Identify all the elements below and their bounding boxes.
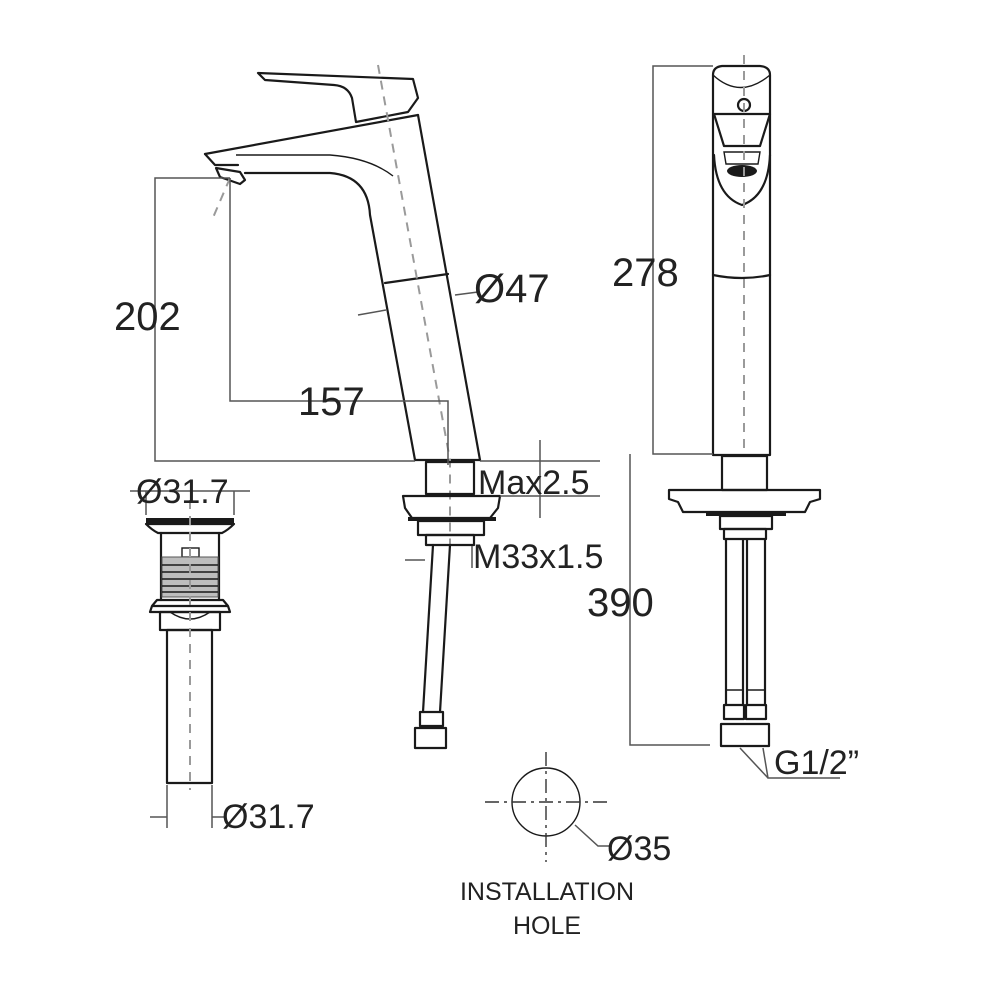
side-view-faucet: [203, 64, 502, 750]
lever-handle: [256, 71, 420, 124]
dim-390-lines: [629, 454, 710, 746]
pop-up-waste: Ø31.7 Ø31.7: [130, 473, 315, 836]
hose-crimp: [418, 710, 445, 728]
supply-hose: [421, 543, 452, 714]
dim-total-height: 390: [587, 581, 654, 625]
front-hose-crimp-left: [722, 703, 746, 721]
front-view-dimensions: 278 390 G1/2”: [587, 65, 859, 782]
body-rear: [416, 113, 482, 462]
install-hole-label-line1: INSTALLATION: [460, 878, 634, 906]
dim-spout-reach: 157: [298, 380, 365, 424]
waste-nut: [158, 610, 222, 632]
waste-body: [159, 531, 221, 602]
front-hose-crimp-right: [744, 703, 768, 721]
waste-cap: [144, 522, 236, 535]
body-centerline: [377, 64, 451, 550]
dim-waste-tail-lines: [150, 785, 225, 828]
dim-waste-top-diameter: Ø31.7: [136, 473, 229, 511]
dim-body-diameter: Ø47: [474, 267, 550, 311]
waste-thread: [161, 556, 219, 598]
install-hole-label-line2: HOLE: [513, 912, 581, 940]
front-hoses: [724, 538, 767, 707]
front-lever: [712, 112, 772, 148]
front-spout-arc: [712, 153, 772, 207]
front-spout-inner: [723, 151, 761, 165]
flange-dark-band: [408, 517, 496, 521]
dim-max-lines: [480, 440, 600, 518]
front-view-faucet: [667, 55, 822, 748]
dim-max-deck-thickness: Max2.5: [478, 464, 590, 502]
front-hose-nut: [719, 722, 771, 748]
aerator-centerline: [211, 177, 231, 221]
dim-hose-connection: G1/2”: [774, 744, 859, 782]
waste-flange: [148, 598, 232, 614]
shank: [424, 460, 476, 496]
dim-47-leader: [357, 291, 479, 316]
install-hole-centerlines: [485, 752, 610, 862]
front-split-line: [711, 273, 772, 280]
dim-thread: M33x1.5: [473, 538, 603, 576]
dim-278-lines: [652, 65, 713, 455]
installation-hole: Ø35 INSTALLATION HOLE: [460, 752, 671, 940]
dim-202-lines: [154, 177, 415, 462]
front-lever-cap: [712, 74, 771, 89]
front-flange: [667, 488, 822, 514]
front-body: [711, 64, 772, 457]
dim-overall-height: 278: [612, 251, 679, 295]
dim-waste-top-lines: [130, 490, 250, 515]
dim-install-hole-diameter: Ø35: [607, 830, 671, 868]
front-aerator: [727, 165, 757, 177]
dim-spout-height: 202: [114, 295, 181, 339]
front-shank: [720, 454, 769, 492]
dim-g12-leader: [739, 747, 840, 779]
spout-upper-curve: [236, 154, 394, 177]
front-thread-collar: [722, 527, 768, 541]
spout-top: [203, 113, 420, 156]
dim-157-lines: [229, 178, 449, 465]
side-view-dimensions: 202 157 Ø47 Max2.5 M33x1.5: [114, 177, 603, 576]
dim-waste-tail-diameter: Ø31.7: [222, 798, 315, 836]
front-lock-nut: [718, 514, 774, 531]
install-hole-leader: [574, 824, 612, 847]
aerator: [214, 166, 247, 186]
hose-nut: [413, 726, 448, 750]
front-flange-dark-band: [706, 511, 786, 516]
spout-tip: [203, 152, 240, 167]
dim-m33-lines: [405, 546, 473, 568]
spout-lower-curve: [243, 171, 417, 462]
